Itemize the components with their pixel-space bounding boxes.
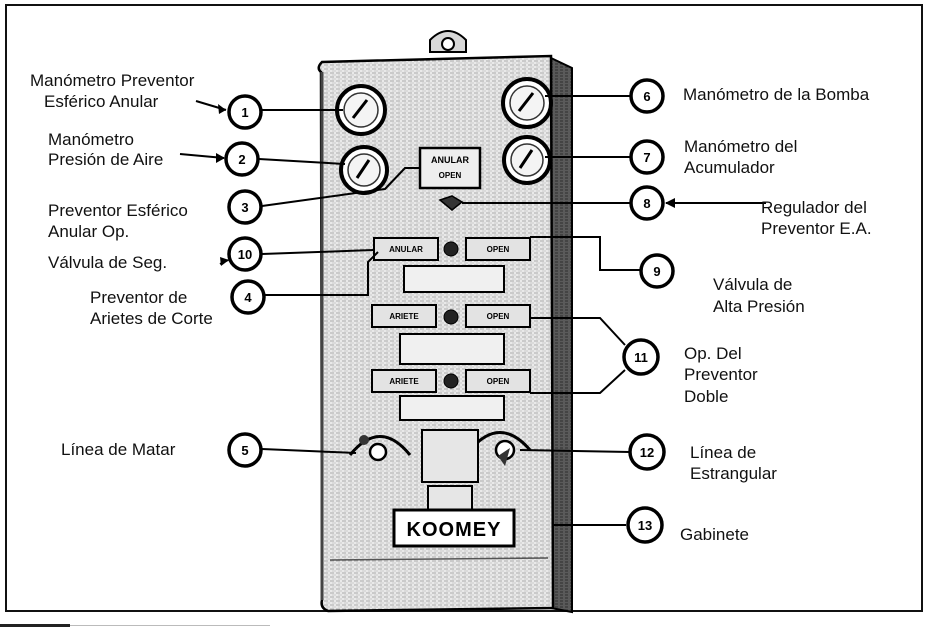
nameplate-text: KOOMEY [407, 519, 502, 541]
footer-rule-faint [70, 625, 270, 626]
callout-8: 8 [631, 187, 663, 219]
label-1-line2: Esférico Anular [44, 92, 158, 112]
callout-12: 12 [630, 435, 664, 469]
row1-right-text: OPEN [487, 245, 510, 254]
svg-text:1: 1 [241, 105, 248, 120]
annular-plate-text: ANULAR [431, 155, 469, 165]
label-4-line1: Preventor de [90, 288, 187, 308]
svg-text:7: 7 [643, 150, 650, 165]
label-12-line1: Línea de [690, 443, 756, 463]
svg-text:6: 6 [643, 89, 650, 104]
label-9-line1: Válvula de [713, 275, 792, 295]
callout-4: 4 [232, 281, 264, 313]
svg-text:9: 9 [653, 264, 660, 279]
svg-text:3: 3 [241, 200, 248, 215]
svg-text:2: 2 [238, 152, 245, 167]
label-11-line3: Doble [684, 387, 728, 407]
callout-3: 3 [229, 191, 261, 223]
label-4-line2: Arietes de Corte [90, 309, 213, 329]
label-7-line2: Acumulador [684, 158, 775, 178]
gauge-1 [337, 86, 385, 134]
svg-text:5: 5 [241, 443, 248, 458]
label-5: Línea de Matar [61, 440, 175, 460]
gauge-7 [504, 137, 550, 183]
label-9-line2: Alta Presión [713, 297, 805, 317]
row3-left-text: ARIETE [389, 377, 419, 386]
label-2-line2: Presión de Aire [48, 150, 163, 170]
label-3-line1: Preventor Esférico [48, 201, 188, 221]
svg-text:4: 4 [244, 290, 252, 305]
svg-text:13: 13 [638, 518, 652, 533]
center-manifold [422, 430, 478, 510]
callout-10: 10 [229, 238, 261, 270]
callout-1: 1 [229, 96, 261, 128]
label-10: Válvula de Seg. [48, 253, 167, 273]
label-8-line2: Preventor E.A. [761, 219, 872, 239]
callout-2: 2 [226, 143, 258, 175]
gauge-6 [503, 79, 551, 127]
label-12-line2: Estrangular [690, 464, 777, 484]
svg-text:10: 10 [238, 247, 252, 262]
mounting-lug [430, 31, 466, 52]
label-11-line2: Preventor [684, 365, 758, 385]
label-1-line1: Manómetro Preventor [30, 71, 194, 91]
row2-right-text: OPEN [487, 312, 510, 321]
label-8-line1: Regulador del [761, 198, 867, 218]
label-3-line2: Anular Op. [48, 222, 129, 242]
svg-text:12: 12 [640, 445, 654, 460]
nameplate: KOOMEY [394, 510, 514, 546]
row2-left-text: ARIETE [389, 312, 419, 321]
row3-right-text: OPEN [487, 377, 510, 386]
svg-text:8: 8 [643, 196, 650, 211]
callout-6: 6 [631, 80, 663, 112]
callout-13: 13 [628, 508, 662, 542]
gauge-2 [341, 147, 387, 193]
cabinet-side-face [551, 58, 572, 612]
callout-5: 5 [229, 434, 261, 466]
callout-7: 7 [631, 141, 663, 173]
footer-rule [0, 624, 70, 627]
label-2-line1: Manómetro [48, 130, 134, 150]
label-11-line1: Op. Del [684, 344, 742, 364]
svg-text:11: 11 [634, 350, 648, 365]
label-13: Gabinete [680, 525, 749, 545]
label-6: Manómetro de la Bomba [683, 85, 869, 105]
label-7-line1: Manómetro del [684, 137, 797, 157]
callout-9: 9 [641, 255, 673, 287]
annular-plate-text-2: OPEN [439, 171, 462, 180]
callout-11: 11 [624, 340, 658, 374]
row1-left-text: ANULAR [389, 245, 423, 254]
